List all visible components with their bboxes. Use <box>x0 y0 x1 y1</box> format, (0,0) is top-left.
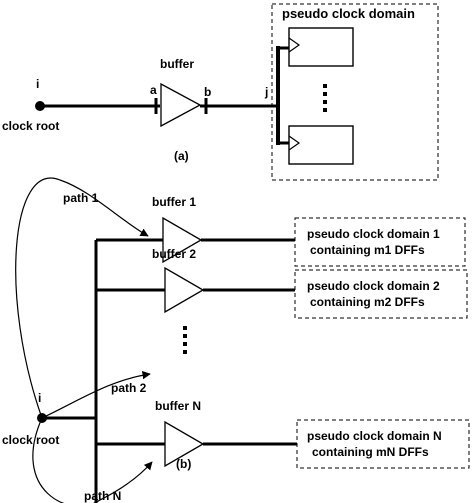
pseudo-clock-domain-n-box <box>296 419 470 469</box>
caption-a: (a) <box>174 149 189 163</box>
node-i-label-a: i <box>36 77 39 91</box>
pseudo-clock-domain-n-line2: containing mN DFFs <box>312 445 429 459</box>
buffer-n <box>164 420 205 468</box>
buffer-label-a: buffer <box>160 57 194 71</box>
path-2-label: path 2 <box>111 381 147 395</box>
path-n-label: path N <box>84 489 121 503</box>
path-n-arrow <box>32 417 153 503</box>
pseudo-clock-domain-1-line1: pseudo clock domain 1 <box>307 227 440 241</box>
node-i-label-b: i <box>38 391 41 405</box>
buffer-ellipsis-b <box>183 326 187 354</box>
node-b-label: b <box>204 85 211 99</box>
pseudo-clock-domain-box-a <box>271 3 439 181</box>
path-1-label: path 1 <box>63 191 99 205</box>
dff-bottom-clock-icon <box>288 135 301 151</box>
dff-ellipsis-a <box>323 84 327 112</box>
buffer-n-label: buffer N <box>155 399 201 413</box>
pseudo-clock-domain-n-line1: pseudo clock domain N <box>307 429 442 443</box>
pseudo-clock-domain-2-line2: containing m2 DFFs <box>310 295 425 309</box>
clock-root-label-a: clock root <box>2 119 59 133</box>
caption-b: (b) <box>176 457 191 471</box>
buffer-1-label: buffer 1 <box>152 195 196 209</box>
clock-root-label-b: clock root <box>2 433 59 447</box>
part-a: i clock root a b buffer j pseudo clock d… <box>2 3 439 181</box>
buffer-1 <box>162 216 203 264</box>
path-1-arrow <box>15 177 149 419</box>
part-b: i clock root buffer 1 pseudo clock domai… <box>2 177 470 503</box>
buffer-2 <box>164 266 205 314</box>
path-2-arrow <box>41 370 151 419</box>
pseudo-clock-domain-1-box <box>294 217 466 267</box>
dff-top-clock-icon <box>288 37 301 53</box>
pseudo-clock-domain-label-a: pseudo clock domain <box>282 6 415 21</box>
node-a-label: a <box>150 83 157 97</box>
pseudo-clock-domain-2-box <box>294 269 468 319</box>
buffer-2-label: buffer 2 <box>152 247 196 261</box>
node-j-label: j <box>264 85 268 99</box>
dff-bottom <box>288 125 354 165</box>
pseudo-clock-domain-2-line1: pseudo clock domain 2 <box>307 279 440 293</box>
dff-top <box>288 27 354 67</box>
pseudo-clock-domain-1-line2: containing m1 DFFs <box>310 243 425 257</box>
buffer-a <box>160 82 202 128</box>
